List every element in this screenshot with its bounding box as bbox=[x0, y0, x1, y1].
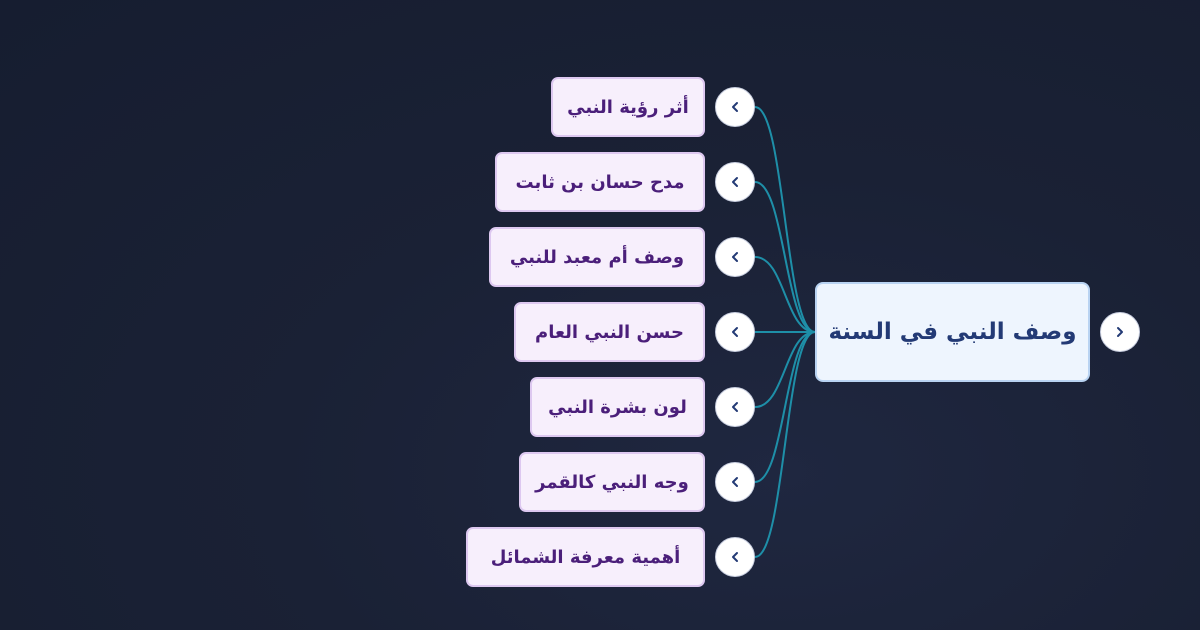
chevron-right-icon bbox=[1117, 327, 1123, 337]
child-node-label: أهمية معرفة الشمائل bbox=[490, 546, 681, 568]
connector-line bbox=[754, 181, 816, 333]
connector-line bbox=[754, 331, 816, 408]
child-expand-toggle[interactable] bbox=[715, 462, 755, 502]
chevron-left-icon bbox=[732, 177, 738, 187]
chevron-left-icon bbox=[732, 252, 738, 262]
child-node[interactable]: حسن النبي العام bbox=[514, 302, 705, 362]
child-node[interactable]: لون بشرة النبي bbox=[530, 377, 705, 437]
child-node-label: وصف أم معبد للنبي bbox=[509, 246, 685, 268]
child-node[interactable]: أثر رؤية النبي bbox=[551, 77, 705, 137]
child-expand-toggle[interactable] bbox=[715, 87, 755, 127]
child-node-label: وجه النبي كالقمر bbox=[535, 471, 689, 493]
child-node[interactable]: وصف أم معبد للنبي bbox=[489, 227, 705, 287]
child-node[interactable]: أهمية معرفة الشمائل bbox=[466, 527, 705, 587]
chevron-left-icon bbox=[732, 402, 738, 412]
child-expand-toggle[interactable] bbox=[715, 387, 755, 427]
connector-line bbox=[754, 256, 816, 333]
child-node-label: حسن النبي العام bbox=[535, 321, 684, 343]
child-node[interactable]: مدح حسان بن ثابت bbox=[495, 152, 705, 212]
connector-line bbox=[754, 331, 816, 483]
child-expand-toggle[interactable] bbox=[715, 237, 755, 277]
chevron-left-icon bbox=[732, 552, 738, 562]
connector-line bbox=[754, 106, 816, 333]
root-node-label: وصف النبي في السنة bbox=[828, 319, 1077, 345]
connector-line bbox=[754, 331, 816, 558]
child-node-label: لون بشرة النبي bbox=[548, 396, 687, 418]
chevron-left-icon bbox=[732, 327, 738, 337]
child-node-label: أثر رؤية النبي bbox=[567, 96, 689, 118]
child-expand-toggle[interactable] bbox=[715, 312, 755, 352]
root-expand-toggle[interactable] bbox=[1100, 312, 1140, 352]
root-node[interactable]: وصف النبي في السنة bbox=[815, 282, 1090, 382]
chevron-left-icon bbox=[732, 102, 738, 112]
child-node[interactable]: وجه النبي كالقمر bbox=[519, 452, 705, 512]
child-node-label: مدح حسان بن ثابت bbox=[515, 171, 685, 193]
child-expand-toggle[interactable] bbox=[715, 537, 755, 577]
child-expand-toggle[interactable] bbox=[715, 162, 755, 202]
chevron-left-icon bbox=[732, 477, 738, 487]
